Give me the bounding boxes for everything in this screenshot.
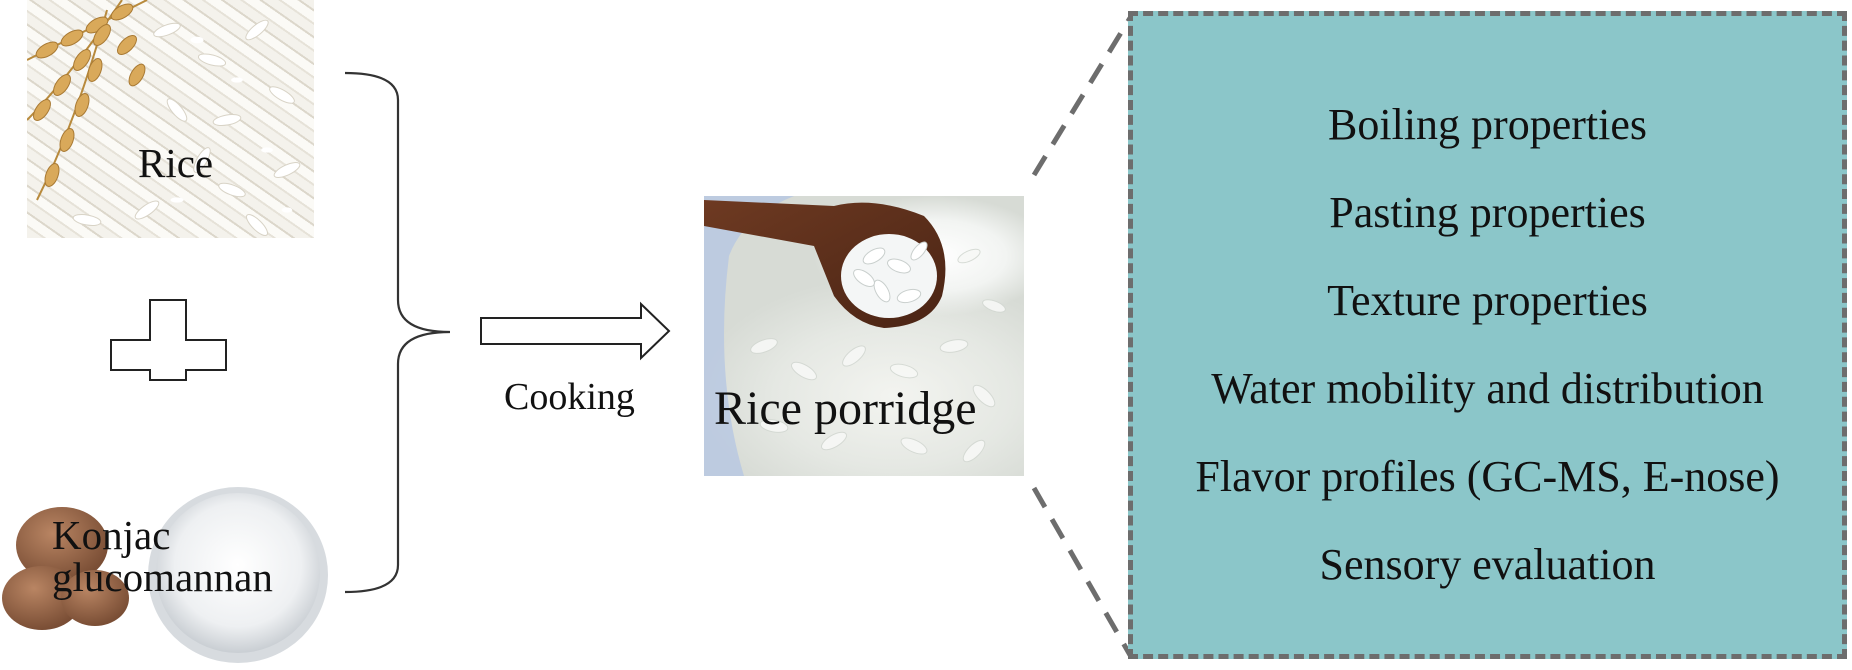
analysis-item-texture: Texture properties — [1327, 276, 1648, 325]
konjac-label-line2: glucomannan — [52, 554, 273, 600]
analyses-list: Boiling properties Pasting properties Te… — [1133, 94, 1842, 622]
cooking-label: Cooking — [504, 376, 635, 418]
analysis-item-boiling: Boiling properties — [1328, 100, 1647, 149]
analysis-item-flavor: Flavor profiles (GC-MS, E-nose) — [1195, 452, 1780, 501]
rice-grains-illustration — [27, 0, 301, 237]
zoom-line-bottom — [1031, 486, 1133, 657]
konjac-glucomannan-label: Konjac glucomannan — [52, 514, 273, 598]
plus-icon — [110, 299, 227, 381]
analyses-panel: Boiling properties Pasting properties Te… — [1128, 11, 1847, 659]
rice-image — [27, 0, 314, 238]
rice-label: Rice — [138, 140, 214, 186]
konjac-glucomannan-image — [0, 470, 330, 665]
zoom-line-top — [1031, 16, 1133, 177]
konjac-label-line1: Konjac — [52, 512, 171, 558]
konjac-illustration — [2, 487, 328, 663]
porridge-illustration — [704, 196, 1006, 476]
rice-porridge-image — [704, 196, 1024, 476]
analysis-item-water-mobility: Water mobility and distribution — [1211, 364, 1764, 413]
analysis-item-pasting: Pasting properties — [1329, 188, 1646, 237]
analysis-item-sensory: Sensory evaluation — [1319, 540, 1656, 589]
grouping-brace — [344, 71, 451, 594]
rice-porridge-label: Rice porridge — [714, 382, 977, 435]
cooking-arrow-icon — [480, 301, 671, 361]
